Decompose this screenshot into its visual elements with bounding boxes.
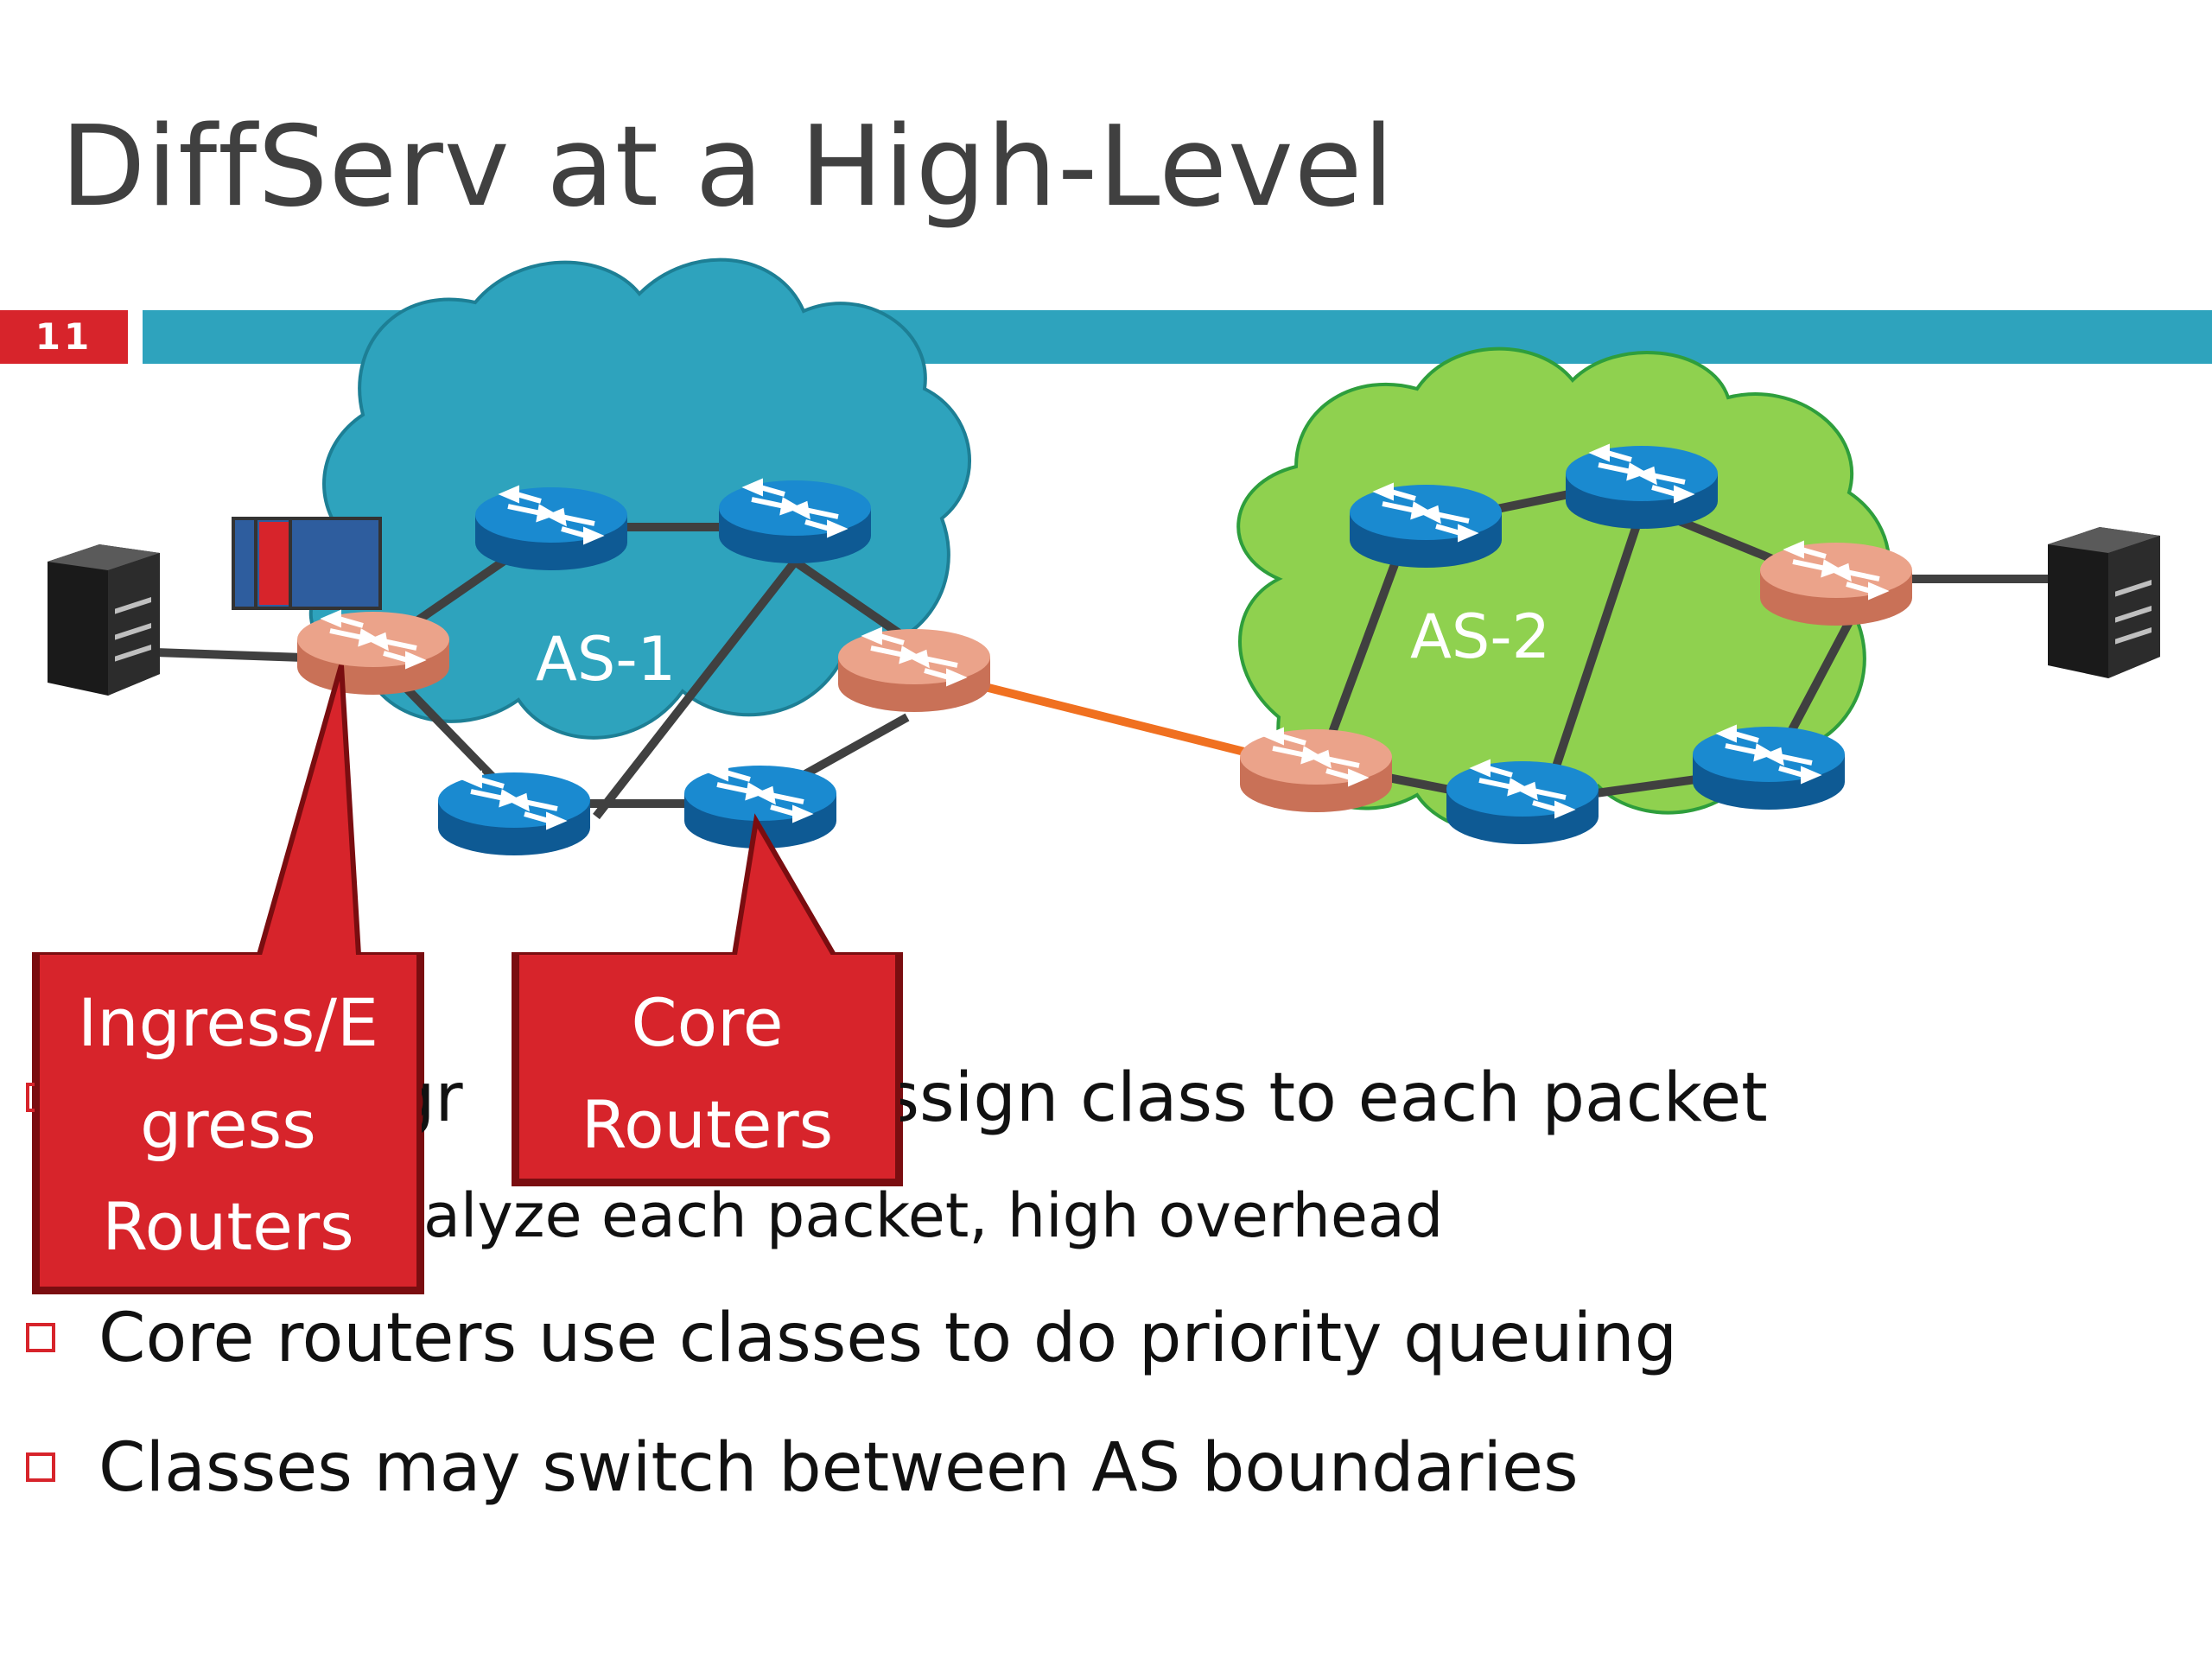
bullet-1-sub: alyze each packet, high overhead [423,1180,1444,1251]
inter-as-link [966,678,1298,769]
core-router-icon [719,480,871,563]
core-router-icon [1566,446,1718,529]
bullet-marker [26,1452,55,1482]
bullet-2-text: Core routers use classes to do priority … [99,1300,1678,1377]
ingress-callout-line-1: Ingress/E [78,984,378,1061]
core-router-icon [1350,485,1502,568]
core-router-icon [1693,727,1845,810]
ingress-router-icon [297,612,449,695]
as2-label: AS-2 [1410,601,1551,672]
slide-number-badge [0,310,128,364]
egress-router-icon [838,629,990,712]
ingress-callout-line-2: gress [140,1086,316,1163]
bullet-marker [26,1322,55,1352]
ingress-callout-text: Ingress/E gress Routers [35,972,422,1278]
bullet-1-text-b: assign class to each packet [842,1059,1768,1137]
as1-cloud [309,257,971,740]
core-callout-line-1: Core [631,984,784,1061]
core-callout-line-2: Routers [581,1086,834,1163]
core-callout-text: Core Routers [514,972,900,1176]
slide-title: DiffServ at a High-Level [60,103,1395,232]
server-right-icon [2048,527,2160,678]
core-router-icon [1446,761,1599,844]
ingress-callout-panel [35,955,422,1292]
server-left-icon [48,544,160,696]
edge-router-icon [1760,543,1912,626]
bullet-3: Classes may switch between AS boundaries [26,1434,2100,1502]
packet-queue [232,517,382,610]
ingress-router-icon [1240,729,1392,812]
core-callout-panel [514,955,900,1184]
slide-number: 11 [35,315,93,358]
ingress-callout-line-3: Routers [102,1188,354,1265]
core-router-icon [438,772,590,855]
bullet-2: Core routers use classes to do priority … [26,1305,2100,1372]
bullet-3-text: Classes may switch between AS boundaries [99,1429,1579,1507]
core-router-icon [475,487,627,570]
as1-label: AS-1 [536,624,677,695]
